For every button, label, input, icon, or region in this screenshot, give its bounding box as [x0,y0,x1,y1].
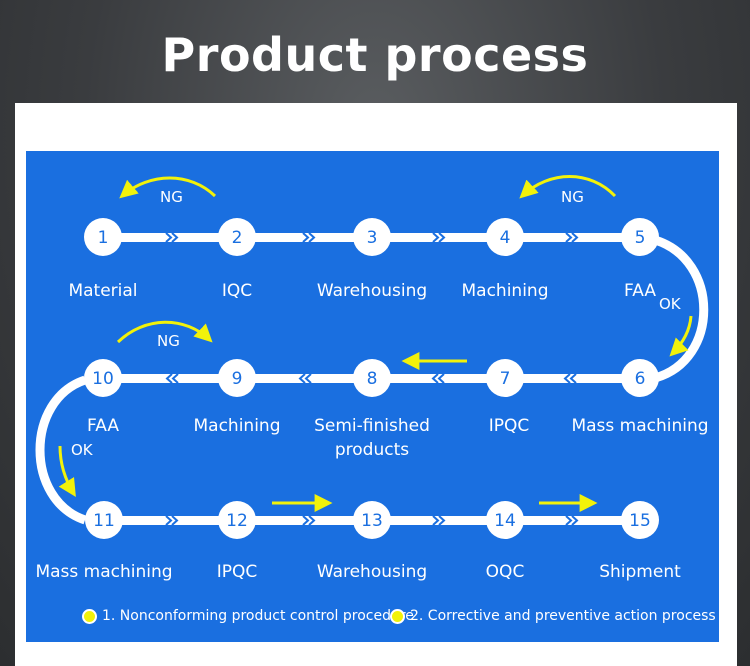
chevron-left-icon [165,373,179,384]
step-node-3: 3 [353,218,391,256]
step-node-circle [353,359,391,397]
ng-tag: NG [561,188,584,206]
step-number: 14 [494,511,516,531]
step-number: 3 [367,228,378,248]
chevron-right-icon [432,232,446,243]
ok-arrow-icon [669,315,693,357]
chevron-right-icon [165,515,179,526]
step-number: 11 [93,511,115,531]
chevron-right-icon [165,232,179,243]
step-number: 1 [98,228,109,248]
step-label-5: FAA [624,281,656,301]
step-node-10: 10 [84,359,122,397]
connector-curve-left [35,375,87,525]
step-node-circle [84,359,122,397]
step-node-circle [353,218,391,256]
step-label-10: FAA [87,416,119,436]
step-node-2: 2 [218,218,256,256]
step-node-circle [218,218,256,256]
step-node-5: 5 [621,218,659,256]
step-label-6: Mass machining [571,416,709,436]
ng-arrow-icon [519,175,617,199]
ng-tag: NG [157,332,180,350]
legend-item-1: 1. Nonconforming product control procedu… [82,608,414,624]
step-node-14: 14 [486,501,524,539]
step-node-circle [621,501,659,539]
step-number: 13 [361,511,383,531]
step-node-15: 15 [621,501,659,539]
step-node-circle [84,218,122,256]
step-node-1: 1 [84,218,122,256]
chevron-right-icon [302,515,316,526]
step-label-1: Material [68,281,138,301]
step-node-circle [621,218,659,256]
ok-arrow-icon [58,445,76,498]
connector-curve-right [653,235,709,383]
ng-tag: NG [160,188,183,206]
step-label-8: Semi-finished products [314,416,430,460]
step-node-13: 13 [353,501,391,539]
chevron-left-icon [563,373,577,384]
legend-text-1: 1. Nonconforming product control procedu… [102,608,414,624]
step-node-circle [486,501,524,539]
step-label-9: Machining [193,416,281,436]
ok-tag: OK [71,441,93,459]
step-number: 2 [232,228,243,248]
step-node-circle [486,218,524,256]
chevron-left-icon [298,373,312,384]
step-node-12: 12 [218,501,256,539]
ng-arrow-icon [116,320,213,344]
step-label-11: Mass machining [35,562,173,582]
step-node-11: 11 [85,501,123,539]
step-number: 6 [635,369,646,389]
legend-dot-icon [82,608,97,624]
page-title: Product process [161,28,589,82]
chevron-right-icon [565,515,579,526]
step-label-2: IQC [221,281,253,301]
step-node-circle [85,501,123,539]
chevrons-row-2 [165,373,577,384]
chevrons-row-3 [165,515,579,526]
step-node-circle [218,359,256,397]
step-node-4: 4 [486,218,524,256]
step-label-4: Machining [461,281,549,301]
legend-item-2: 2. Corrective and preventive action proc… [390,608,716,624]
step-node-circle [353,501,391,539]
step-number: 5 [635,228,646,248]
chevron-right-icon [302,232,316,243]
chevrons-row-1 [165,232,579,243]
feedback-arrows [58,175,693,512]
step-label-15: Shipment [599,562,681,582]
chevron-right-icon [432,515,446,526]
step-label-7: IPQC [488,416,530,436]
step-node-circle [218,501,256,539]
step-number: 4 [500,228,511,248]
step-label-13: Warehousing [316,562,428,582]
ok-tag: OK [659,295,681,313]
step-node-8: 8 [353,359,391,397]
step-node-circle [486,359,524,397]
step-node-circle [621,359,659,397]
ng-arrow-icon [119,176,217,199]
step-node-6: 6 [621,359,659,397]
chevron-right-icon [565,232,579,243]
step-label-14: OQC [485,562,525,582]
step-number: 10 [92,369,114,389]
step-number: 9 [232,369,243,389]
step-number: 15 [629,511,651,531]
step-label-12: IPQC [216,562,258,582]
step-number: 8 [367,369,378,389]
legend-text-2: 2. Corrective and preventive action proc… [410,608,716,624]
step-number: 7 [500,369,511,389]
legend-dot-icon [390,608,405,624]
step-number: 12 [226,511,248,531]
step-node-7: 7 [486,359,524,397]
step-label-3: Warehousing [316,281,428,301]
chevron-left-icon [431,373,445,384]
step-node-9: 9 [218,359,256,397]
